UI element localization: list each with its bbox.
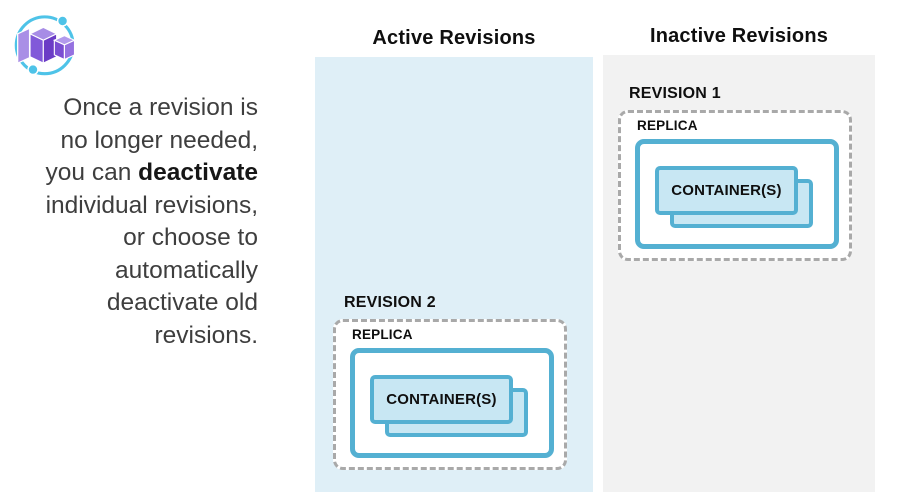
- revision-1-replica-box: CONTAINER(S): [635, 139, 839, 249]
- container-apps-logo-icon: [14, 10, 80, 76]
- inactive-revisions-panel: REVISION 1 REPLICA CONTAINER(S): [603, 55, 875, 492]
- logo-orbit-dot-bottom: [27, 63, 39, 76]
- revision-2-replica-label: REPLICA: [352, 327, 413, 342]
- revision-2-replica-box: CONTAINER(S): [350, 348, 554, 458]
- revision-1-container-label: CONTAINER(S): [671, 182, 782, 199]
- inactive-revisions-title: Inactive Revisions: [649, 25, 829, 47]
- active-revisions-title: Active Revisions: [372, 27, 536, 49]
- revision-1-box: REPLICA CONTAINER(S): [618, 110, 852, 261]
- revision-2-label: REVISION 2: [344, 294, 436, 311]
- container-apps-logo-svg: [14, 15, 76, 76]
- revision-2-box: REPLICA CONTAINER(S): [333, 319, 567, 470]
- revision-1-replica-label: REPLICA: [637, 118, 698, 133]
- description-text-after: individual revisions, or choose to autom…: [45, 191, 258, 349]
- revision-1-group: REVISION 1 REPLICA CONTAINER(S): [618, 85, 852, 261]
- description-text-bold: deactivate: [138, 159, 258, 186]
- revision-1-label: REVISION 1: [629, 85, 721, 102]
- revision-2-container-label: CONTAINER(S): [386, 391, 497, 408]
- logo-left-slab: [17, 27, 31, 65]
- description-text-before: Once a revision is no longer needed, you…: [45, 94, 258, 186]
- revision-2-group: REVISION 2 REPLICA CONTAINER(S): [333, 294, 567, 470]
- revision-1-container-card-front: CONTAINER(S): [655, 166, 798, 215]
- description-text: Once a revision is no longer needed, you…: [10, 92, 258, 352]
- logo-orbit-dot-top: [56, 15, 69, 27]
- active-revisions-panel: REVISION 2 REPLICA CONTAINER(S): [315, 57, 593, 492]
- revision-2-container-card-front: CONTAINER(S): [370, 375, 513, 424]
- logo-right-cube-right: [63, 39, 76, 61]
